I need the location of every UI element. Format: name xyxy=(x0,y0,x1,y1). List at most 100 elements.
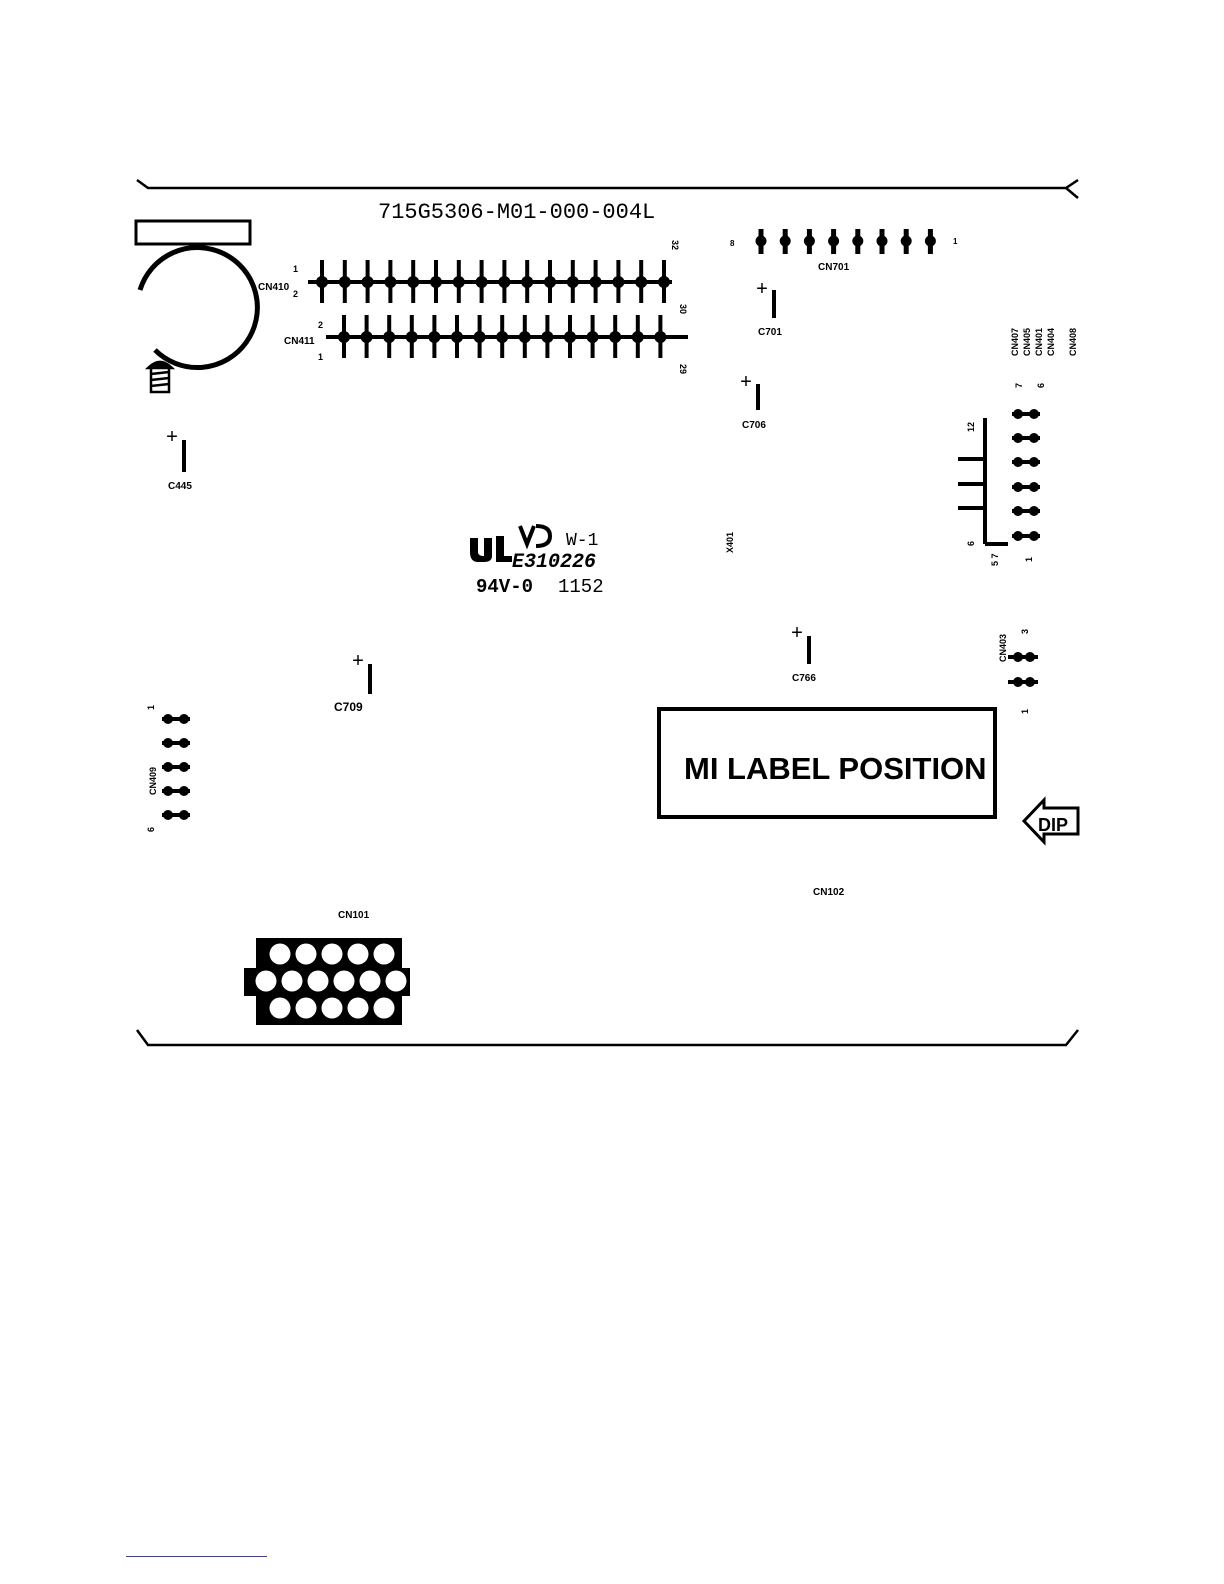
cn411-header: CN411 2 1 30 29 xyxy=(284,304,688,374)
cn411-pin-2: 2 xyxy=(318,320,323,330)
dip-arrow-text: DIP xyxy=(1038,815,1068,835)
cn409-pad xyxy=(165,764,171,770)
right-pad xyxy=(1015,459,1021,465)
cn-right-pin-12: 12 xyxy=(966,422,976,432)
cn-right-pin-6: 6 xyxy=(1036,383,1046,388)
cn701-pad xyxy=(758,238,764,244)
dip-arrow-icon: DIP xyxy=(1024,800,1078,842)
cn101-hole xyxy=(374,944,395,965)
right-pad xyxy=(1015,435,1021,441)
cn410-pad xyxy=(592,278,600,286)
cn411-pad xyxy=(566,333,574,341)
cn410-pad xyxy=(546,278,554,286)
cn101-hole xyxy=(296,998,317,1019)
cn405-label: CN405 xyxy=(1022,328,1032,356)
cn101-connector: CN101 xyxy=(244,910,410,1025)
cn-right-pin-1: 1 xyxy=(1024,557,1034,562)
mi-label-box: MI LABEL POSITION xyxy=(659,709,995,817)
ul-file-number: E310226 xyxy=(512,551,596,574)
cn701-pad xyxy=(879,238,885,244)
cn403-label: CN403 xyxy=(998,634,1008,662)
cn701-label: CN701 xyxy=(818,262,850,273)
ul-rev: W-1 xyxy=(566,531,598,551)
cn-right-pin-7: 7 xyxy=(1014,383,1024,388)
cn101-hole xyxy=(296,944,317,965)
cn101-hole xyxy=(270,944,291,965)
mi-label-text: MI LABEL POSITION xyxy=(684,751,987,786)
cn101-hole xyxy=(322,944,343,965)
cn-right-pin-6b: 6 xyxy=(966,541,976,546)
cn409-pin-1: 1 xyxy=(146,705,156,710)
top-left-tab xyxy=(136,221,250,244)
part-number: 715G5306-M01-000-004L xyxy=(378,200,655,225)
cn409-pad xyxy=(181,764,187,770)
cn409-pad xyxy=(181,788,187,794)
right-pad xyxy=(1031,484,1037,490)
cn411-pad xyxy=(656,333,664,341)
cn-right-pin-57: 5 7 xyxy=(990,553,1000,566)
c766-label: C766 xyxy=(792,673,816,684)
cn403-pin-3: 3 xyxy=(1020,629,1030,634)
cn701-pad xyxy=(782,238,788,244)
ul-date-code: 1152 xyxy=(558,576,604,598)
cn401-label: CN401 xyxy=(1034,328,1044,356)
cn410-pad xyxy=(660,278,668,286)
cn411-pad xyxy=(543,333,551,341)
cn410-header: CN410 1 2 32 xyxy=(258,240,680,303)
cn701-header: 8 1 CN701 xyxy=(730,229,958,273)
cn404-label: CN404 xyxy=(1046,328,1056,356)
cn410-pad xyxy=(341,278,349,286)
board-outline xyxy=(137,180,1078,1045)
c709-capacitor: + C709 xyxy=(334,651,370,714)
cn101-hole xyxy=(360,971,381,992)
cn411-pad xyxy=(385,333,393,341)
bottom-underline xyxy=(126,1556,267,1557)
cn411-pin-30: 30 xyxy=(678,304,688,314)
cn409-pad xyxy=(165,788,171,794)
cn411-pad xyxy=(476,333,484,341)
cn411-pad xyxy=(453,333,461,341)
x401-label: X401 xyxy=(725,532,735,553)
cn410-pad xyxy=(523,278,531,286)
cn410-pad xyxy=(614,278,622,286)
cn411-pad xyxy=(498,333,506,341)
cn701-pad xyxy=(927,238,933,244)
cn101-hole xyxy=(282,971,303,992)
cn410-pad xyxy=(500,278,508,286)
cn101-hole xyxy=(270,998,291,1019)
cn409-pad xyxy=(181,740,187,746)
cn101-hole xyxy=(374,998,395,1019)
right-pad xyxy=(1031,508,1037,514)
right-pad xyxy=(1015,533,1021,539)
cn701-pad xyxy=(855,238,861,244)
cn411-pad xyxy=(589,333,597,341)
c445-label: C445 xyxy=(168,481,192,492)
cn101-hole xyxy=(322,998,343,1019)
cn411-label: CN411 xyxy=(284,336,315,347)
cn409-pad xyxy=(181,812,187,818)
cn411-pad xyxy=(363,333,371,341)
screw-icon xyxy=(148,362,172,392)
cn101-hole xyxy=(334,971,355,992)
cn410-pin-32: 32 xyxy=(670,240,680,250)
cn410-pad xyxy=(364,278,372,286)
cn409-pin-6: 6 xyxy=(146,827,156,832)
cn407-label: CN407 xyxy=(1010,328,1020,356)
cn409-pad xyxy=(165,740,171,746)
right-pad xyxy=(1031,411,1037,417)
right-pad xyxy=(1031,435,1037,441)
cn411-pad xyxy=(340,333,348,341)
cn411-pad xyxy=(521,333,529,341)
ul-mark: W-1 E310226 94V-0 1152 xyxy=(470,526,604,598)
c766-capacitor: + C766 xyxy=(791,623,816,684)
cn701-pin-1: 1 xyxy=(953,237,958,246)
cn410-pad xyxy=(386,278,394,286)
ul-rating: 94V-0 xyxy=(476,576,533,598)
mount-circle xyxy=(140,248,257,368)
right-pad xyxy=(1015,508,1021,514)
cn410-pad xyxy=(432,278,440,286)
c706-capacitor: + C706 xyxy=(740,372,766,431)
c709-plus: + xyxy=(352,651,364,674)
cn701-pad xyxy=(806,238,812,244)
c766-plus: + xyxy=(791,623,803,646)
